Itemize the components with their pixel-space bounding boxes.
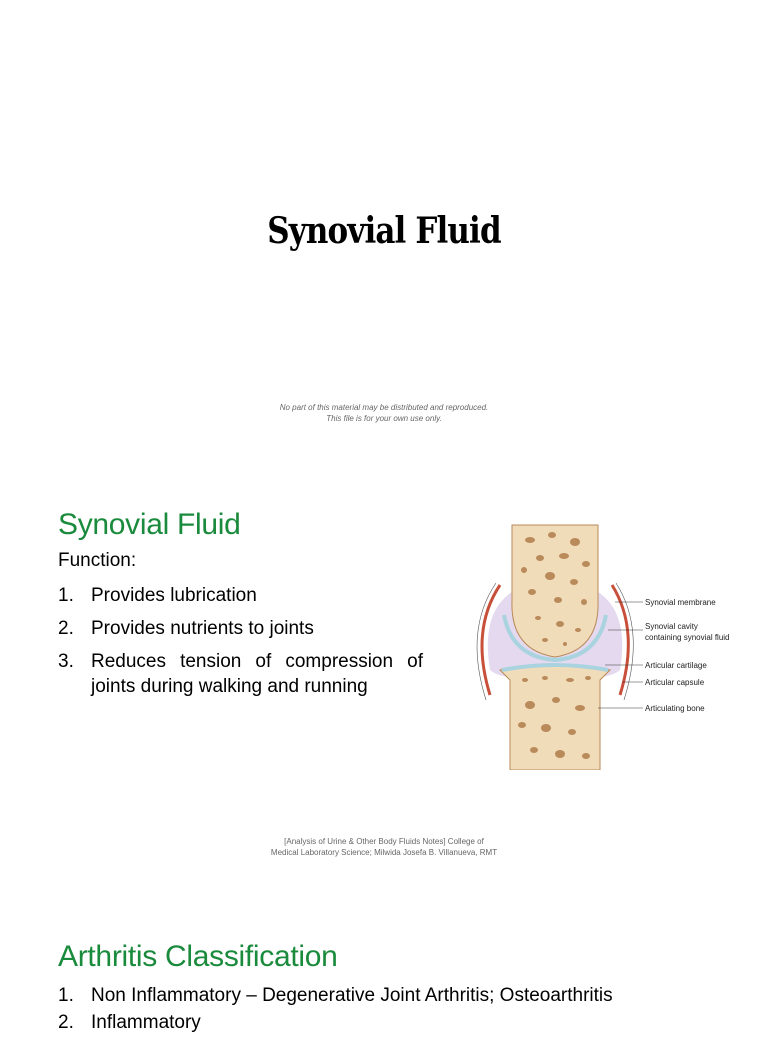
capsule-outline-right [615, 582, 634, 701]
list-text: Non Inflammatory – Degenerative Joint Ar… [91, 985, 613, 1006]
title-slide: Synovial Fluid No part of this material … [0, 0, 768, 470]
citation-line: Medical Laboratory Science; Milwida Jose… [270, 848, 498, 857]
list-item: 1. Provides lubrication [58, 583, 423, 608]
list-text: Provides nutrients to joints [91, 618, 314, 639]
label-articular-capsule: Articular capsule [645, 678, 705, 687]
upper-cartilage [502, 614, 608, 663]
spongy-bone-pattern [518, 532, 591, 759]
lower-cartilage [501, 663, 609, 672]
list-number: 2. [58, 1012, 74, 1033]
label-synovial-membrane: Synovial membrane [645, 598, 716, 607]
upper-bone [511, 524, 599, 658]
label-synovial-cavity-2: containing synovial fluid [645, 633, 730, 642]
label-synovial-cavity: Synovial cavity [645, 622, 698, 631]
list-text: Reduces tension of compression of joints… [91, 651, 423, 697]
slide-title: Synovial Fluid [267, 210, 501, 252]
list-item: 1. Non Inflammatory – Degenerative Joint… [58, 984, 718, 1011]
list-text: Inflammatory [91, 1012, 201, 1033]
function-slide: Synovial Fluid Function: 1. Provides lub… [0, 470, 768, 900]
synovial-joint-diagram: Synovial membrane Synovial cavity contai… [460, 520, 760, 770]
disclaimer-line: No part of this material may be distribu… [279, 403, 489, 412]
section-title: Synovial Fluid [58, 508, 241, 541]
function-list: 1. Provides lubrication 2. Provides nutr… [58, 583, 423, 707]
label-articular-cartilage: Articular cartilage [645, 661, 707, 670]
capsule-outline-left [476, 582, 497, 701]
joint-illustration: Synovial membrane Synovial cavity contai… [476, 524, 730, 770]
disclaimer-line: This file is for your own use only. [326, 414, 442, 423]
list-number: 2. [58, 618, 74, 639]
lower-bone [498, 663, 612, 770]
list-item: 3. Reduces tension of compression of joi… [58, 649, 423, 699]
capsule-right [610, 584, 630, 696]
list-item: 2. Inflammatory [58, 1011, 718, 1038]
label-leaders [598, 601, 643, 709]
arthritis-list: 1. Non Inflammatory – Degenerative Joint… [58, 984, 718, 1038]
list-item: 2. Provides nutrients to joints [58, 616, 423, 641]
list-number: 1. [58, 585, 74, 606]
list-number: 1. [58, 985, 74, 1006]
function-label: Function: [58, 550, 137, 571]
capsule-left [480, 584, 502, 696]
citation: [Analysis of Urine & Other Body Fluids N… [0, 836, 768, 858]
citation-line: [Analysis of Urine & Other Body Fluids N… [284, 837, 484, 846]
label-articulating-bone: Articulating bone [645, 704, 705, 713]
disclaimer: No part of this material may be distribu… [0, 402, 768, 424]
list-number: 3. [58, 651, 74, 672]
arthritis-slide: Arthritis Classification 1. Non Inflamma… [0, 900, 768, 1033]
section-title: Arthritis Classification [58, 940, 338, 973]
list-text: Provides lubrication [91, 585, 257, 606]
